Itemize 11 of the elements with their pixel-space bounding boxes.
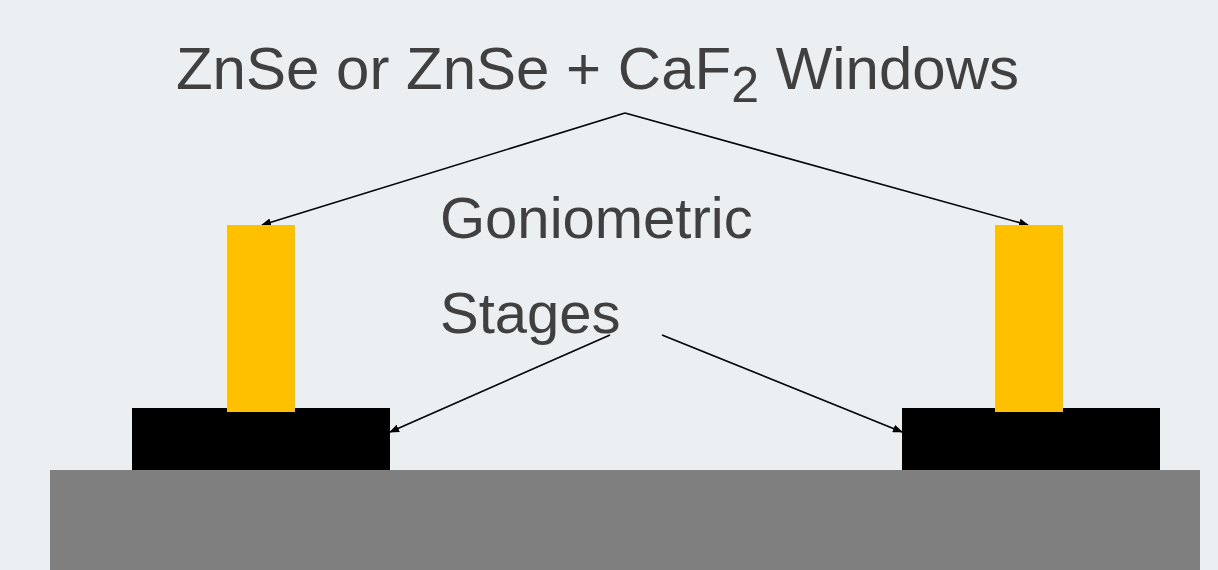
window-label: ZnSe or ZnSe + CaF$_{2}$ Windows bbox=[110, 30, 1085, 124]
leader-line bbox=[261, 112, 626, 227]
window-bar bbox=[227, 225, 295, 412]
window-bar bbox=[995, 225, 1063, 412]
stage-block bbox=[902, 408, 1160, 470]
stage-block bbox=[132, 408, 390, 470]
base-plate bbox=[50, 470, 1200, 570]
leader-line bbox=[389, 334, 611, 433]
leader-line bbox=[661, 334, 903, 433]
leader-line bbox=[624, 112, 1029, 227]
stage-label: Goniometric Stages bbox=[440, 170, 860, 360]
